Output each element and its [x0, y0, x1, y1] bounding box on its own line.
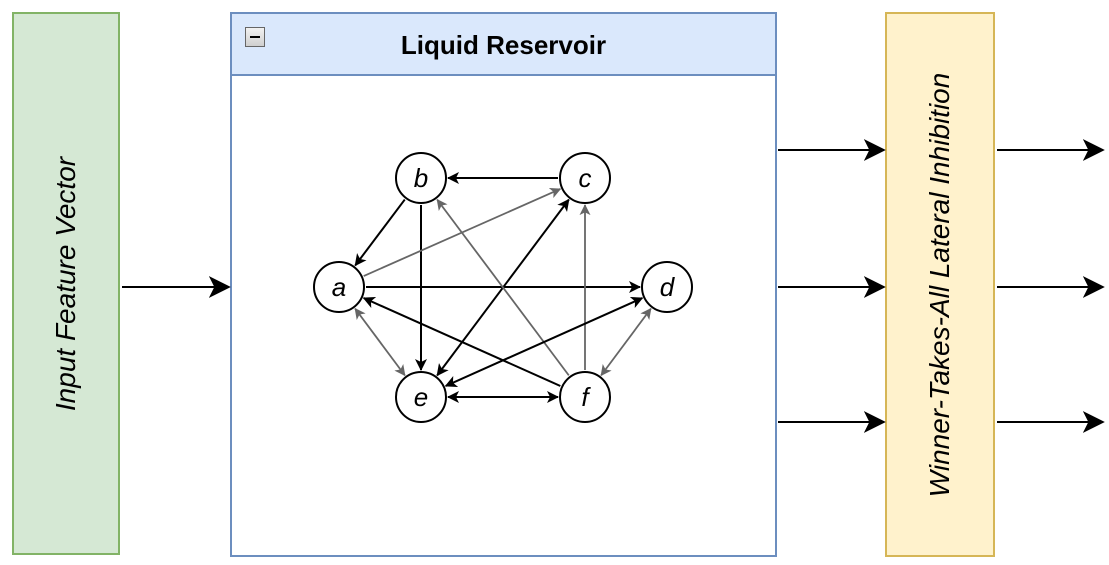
liquid-reservoir-header: Liquid Reservoir [232, 14, 775, 76]
minus-icon [250, 36, 260, 38]
edge-b-a [354, 198, 406, 267]
node-d: d [641, 261, 693, 313]
collapse-button[interactable] [245, 27, 265, 47]
input-feature-vector-block: Input Feature Vector [12, 12, 120, 555]
winner-takes-all-block: Winner-Takes-All Lateral Inhibition [885, 12, 995, 557]
liquid-reservoir-title: Liquid Reservoir [400, 30, 607, 60]
node-e: e [395, 371, 447, 423]
node-c: c [559, 152, 611, 204]
reservoir-edges [354, 172, 652, 403]
node-a: a [313, 261, 365, 313]
edge-a-e [354, 307, 406, 377]
edge-f-d [600, 307, 652, 377]
node-b: b [395, 152, 447, 204]
edge-e-d [444, 297, 644, 387]
node-f: f [559, 371, 611, 423]
flow-arrows [122, 139, 1105, 433]
